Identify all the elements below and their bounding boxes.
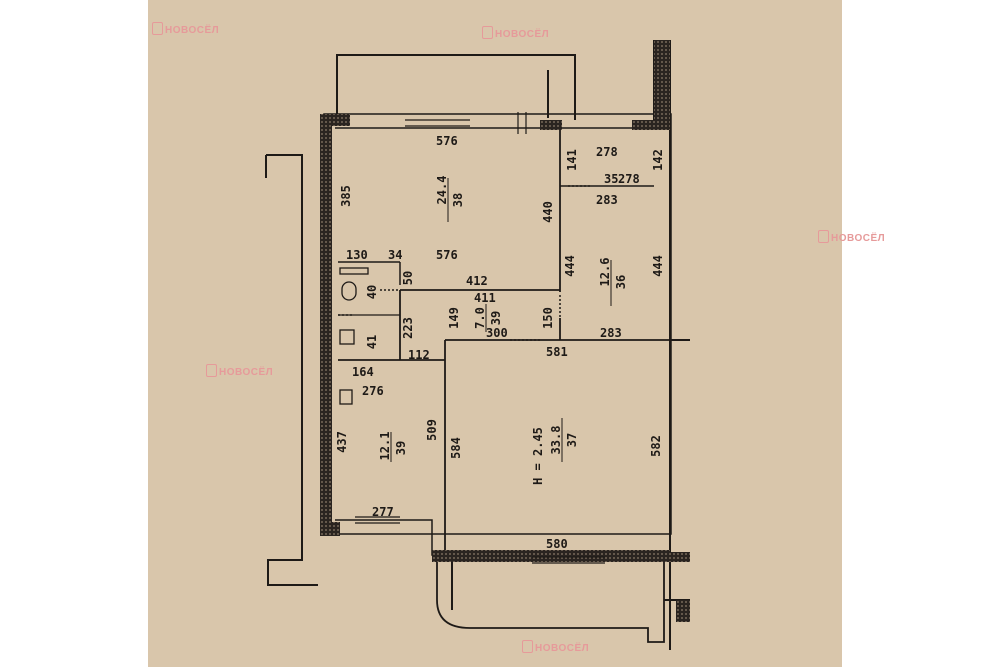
logo-icon bbox=[482, 26, 493, 39]
logo-icon bbox=[818, 230, 829, 243]
dim-label: 278 bbox=[618, 172, 640, 186]
dim-label: 440 bbox=[541, 201, 555, 223]
room-39b-area: 12.1 bbox=[378, 432, 392, 461]
dim-label: 444 bbox=[651, 255, 665, 277]
dim-label: 283 bbox=[600, 326, 622, 340]
dim-label: 142 bbox=[651, 149, 665, 171]
dim-label: 581 bbox=[546, 345, 568, 359]
dim-label: 276 bbox=[362, 384, 384, 398]
watermark-brand: НОВОСЁЛ bbox=[535, 643, 590, 654]
room-39b-number: 39 bbox=[394, 441, 408, 455]
dim-label: 584 bbox=[449, 437, 463, 459]
room-38-number: 38 bbox=[451, 193, 465, 207]
dim-label: 149 bbox=[447, 307, 461, 329]
watermark: НОВОСЁЛ bbox=[818, 230, 885, 244]
dim-label: 412 bbox=[466, 274, 488, 288]
room-38-area: 24.4 bbox=[435, 176, 449, 205]
dim-label: 576 bbox=[436, 248, 458, 262]
watermark-brand: НОВОСЁЛ bbox=[165, 25, 220, 36]
dim-label: 34 bbox=[388, 248, 402, 262]
dim-label: 130 bbox=[346, 248, 368, 262]
logo-icon bbox=[206, 364, 217, 377]
room-37-height: H = 2.45 bbox=[531, 427, 545, 485]
dim-label: 278 bbox=[596, 145, 618, 159]
room-37-area: 33.8 bbox=[549, 426, 563, 455]
room-37-number: 37 bbox=[565, 433, 579, 447]
sink-icon bbox=[339, 329, 355, 405]
left-exterior-wall bbox=[266, 154, 318, 586]
watermark: НОВОСЁЛ bbox=[522, 640, 589, 654]
toilet-icon bbox=[339, 267, 369, 301]
room-36-area: 12.6 bbox=[598, 258, 612, 287]
room-41-number: 41 bbox=[365, 335, 379, 349]
dim-label: 437 bbox=[335, 431, 349, 453]
dim-label: 509 bbox=[425, 419, 439, 441]
room-36-number: 36 bbox=[614, 275, 628, 289]
bottom-balcony bbox=[436, 560, 665, 643]
watermark: НОВОСЁЛ bbox=[152, 22, 219, 36]
room-35-number: 35 bbox=[604, 172, 618, 186]
dim-label: 576 bbox=[436, 134, 458, 148]
watermark-brand: НОВОСЁЛ bbox=[495, 29, 550, 40]
top-balcony bbox=[336, 54, 576, 120]
watermark: НОВОСЁЛ bbox=[482, 26, 549, 40]
dim-label: 277 bbox=[372, 505, 394, 519]
room-39-number: 39 bbox=[489, 311, 503, 325]
dim-label: 283 bbox=[596, 193, 618, 207]
dim-label: 141 bbox=[565, 149, 579, 171]
watermark-brand: НОВОСЁЛ bbox=[219, 367, 274, 378]
dim-label: 582 bbox=[649, 435, 663, 457]
watermark: НОВОСЁЛ bbox=[206, 364, 273, 378]
dim-label: 50 bbox=[401, 271, 415, 285]
dim-label: 385 bbox=[339, 185, 353, 207]
dim-label: 112 bbox=[408, 348, 430, 362]
dim-label: 164 bbox=[352, 365, 374, 379]
logo-icon bbox=[152, 22, 163, 35]
dim-label: 300 bbox=[486, 326, 508, 340]
dim-label: 411 bbox=[474, 291, 496, 305]
logo-icon bbox=[522, 640, 533, 653]
dim-label: 444 bbox=[563, 255, 577, 277]
room-39-area: 7.0 bbox=[473, 307, 487, 329]
room-40-number: 40 bbox=[365, 285, 379, 299]
dim-label: 150 bbox=[541, 307, 555, 329]
dim-label: 580 bbox=[546, 537, 568, 551]
watermark-brand: НОВОСЁЛ bbox=[831, 233, 886, 244]
dim-label: 223 bbox=[401, 317, 415, 339]
